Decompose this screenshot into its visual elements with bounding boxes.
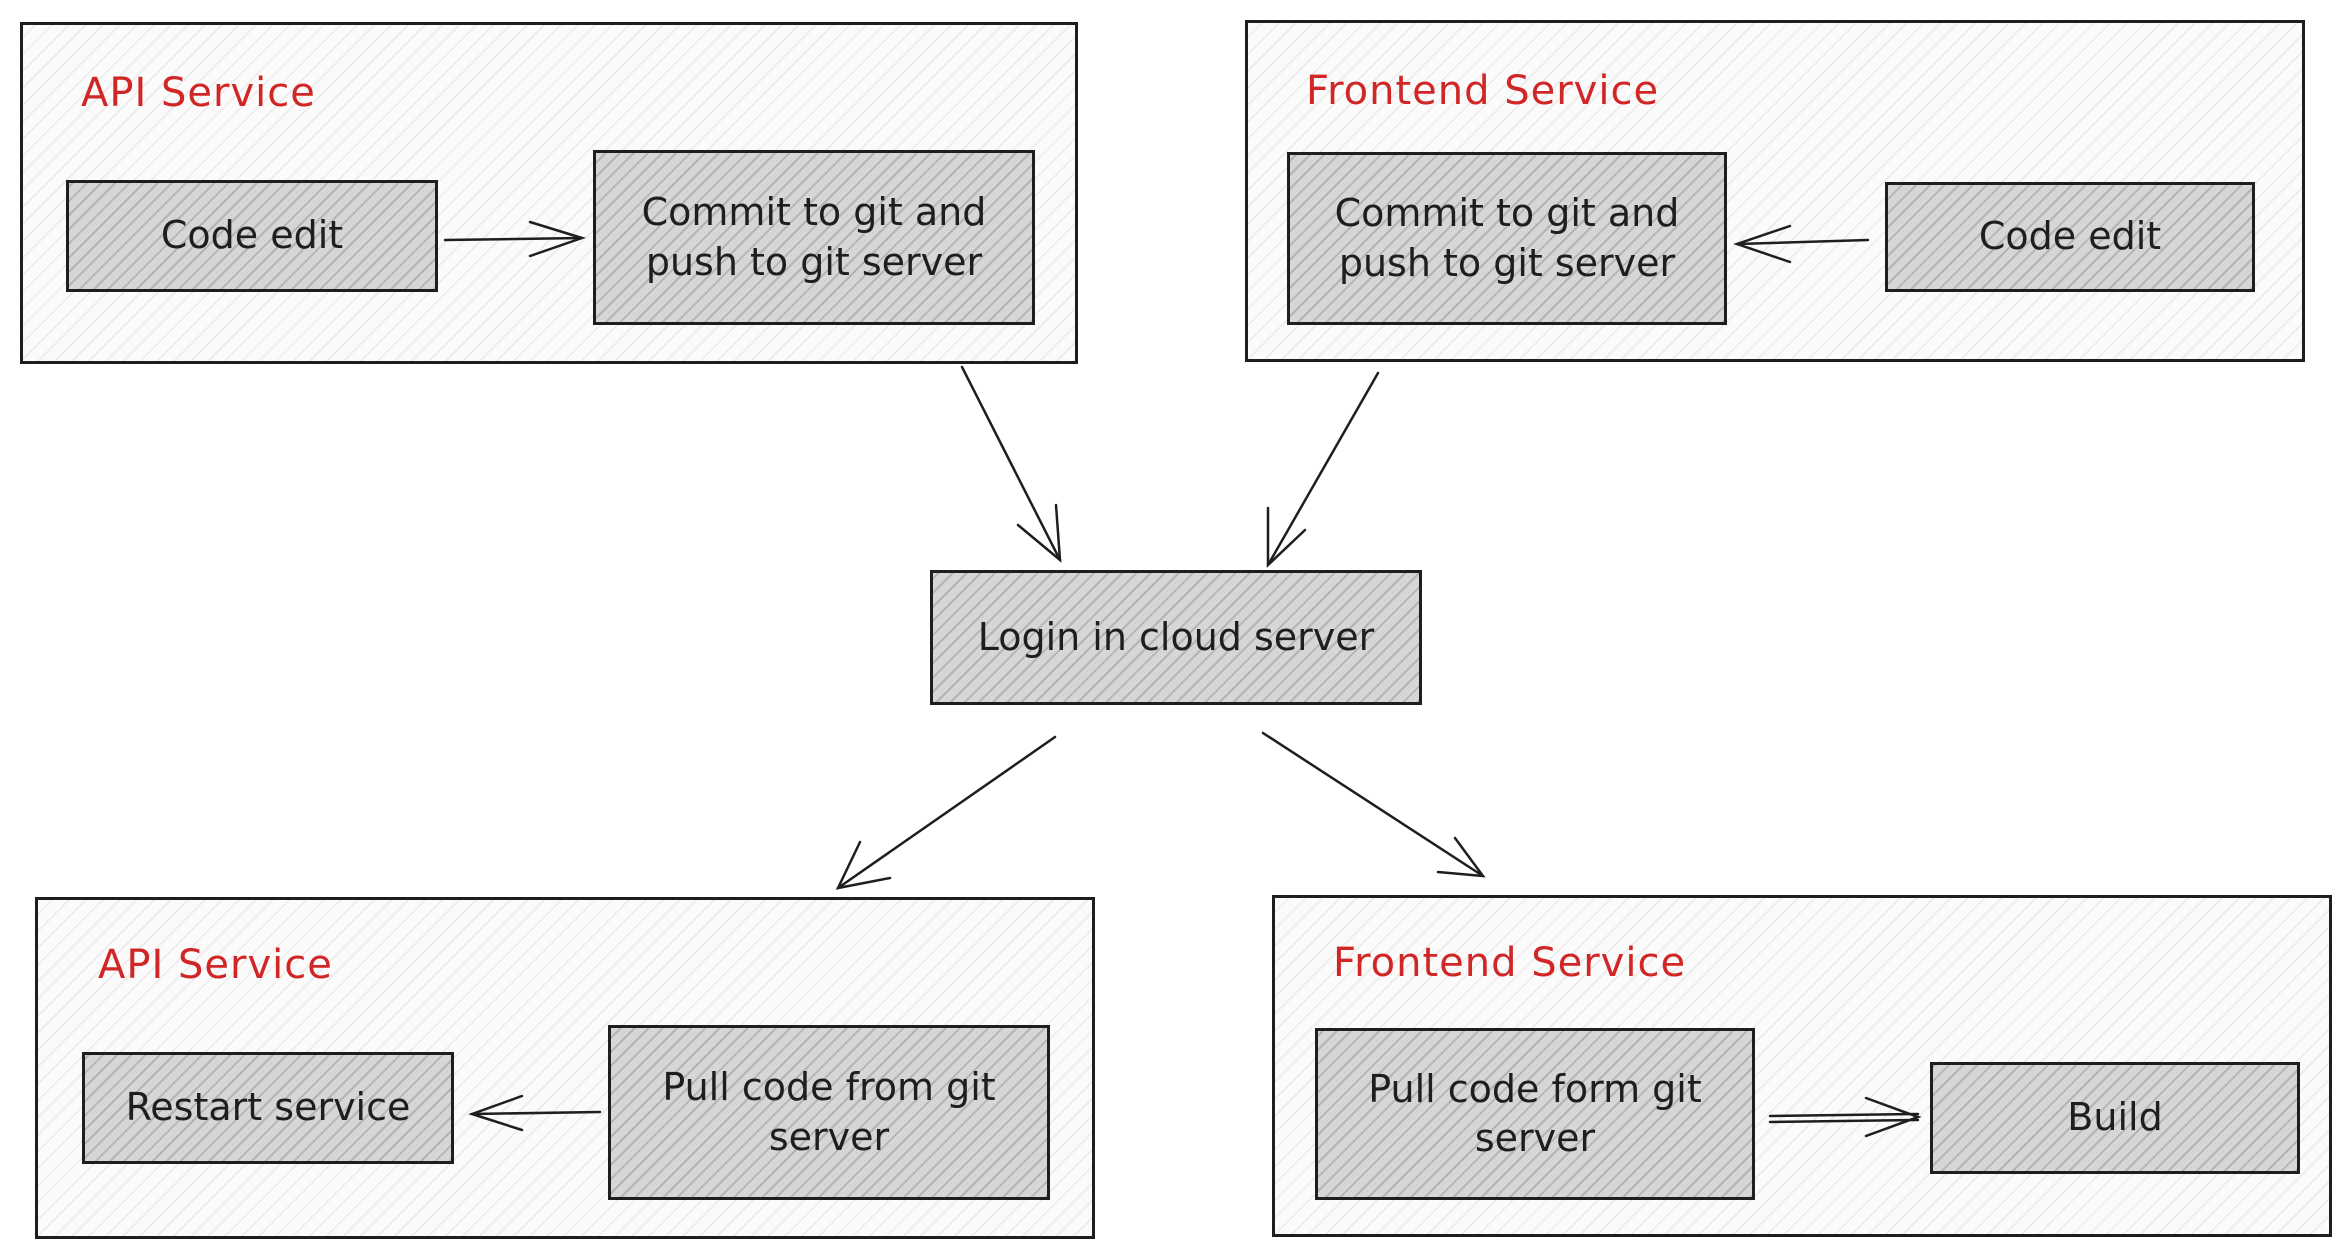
api-pull-label: Pull code from git server [662,1065,996,1159]
arrowhead-login-to-api-bottom [835,840,892,890]
api-commit-push-node: Commit to git and push to git server [593,150,1035,325]
arrow-fe-code-to-commit [1735,238,1870,246]
arrowhead-fe-code-to-commit [1733,224,1792,264]
api-restart-label: Restart service [125,1085,411,1130]
api-service-bottom-title: API Service [98,942,333,988]
fe-commit-push-node: Commit to git and push to git server [1287,152,1727,325]
arrow-login-to-api-bottom [836,735,1057,890]
fe-code-edit-label: Code edit [1978,214,2162,259]
arrowhead-api-code-to-commit [528,220,587,258]
arrow-login-to-fe-bottom [1261,731,1485,878]
login-cloud-node: Login in cloud server [930,570,1422,705]
fe-build-node: Build [1930,1062,2300,1174]
fe-pull-label: Pull code form git server [1368,1066,1702,1160]
arrow-api-code-to-commit [443,236,584,242]
api-service-top-title: API Service [81,70,316,116]
arrowhead-api-top-to-login [1016,503,1062,563]
api-code-edit-label: Code edit [160,213,344,258]
arrowhead-fe-pull-to-build [1864,1096,1922,1138]
fe-code-edit-node: Code edit [1885,182,2255,292]
frontend-service-bottom-title: Frontend Service [1333,940,1687,986]
api-commit-push-label: Commit to git and push to git server [641,190,987,284]
api-pull-node: Pull code from git server [608,1025,1050,1200]
arrowhead-fe-top-to-login [1266,506,1307,568]
fe-pull-node: Pull code form git server [1315,1028,1755,1200]
arrow-api-top-to-login [960,365,1062,562]
arrowhead-login-to-fe-bottom [1436,836,1486,878]
arrow-api-pull-to-restart [470,1110,602,1116]
arrowhead-api-pull-to-restart [468,1094,524,1132]
api-code-edit-node: Code edit [66,180,438,292]
api-restart-node: Restart service [82,1052,454,1164]
login-cloud-label: Login in cloud server [977,614,1375,659]
arrow-fe-top-to-login [1266,371,1380,567]
arrow-fe-pull-to-build-b [1768,1118,1920,1124]
fe-commit-push-label: Commit to git and push to git server [1334,191,1680,285]
frontend-service-top-title: Frontend Service [1306,68,1660,114]
fe-build-label: Build [2067,1095,2163,1140]
arrow-fe-pull-to-build-a [1768,1112,1920,1118]
